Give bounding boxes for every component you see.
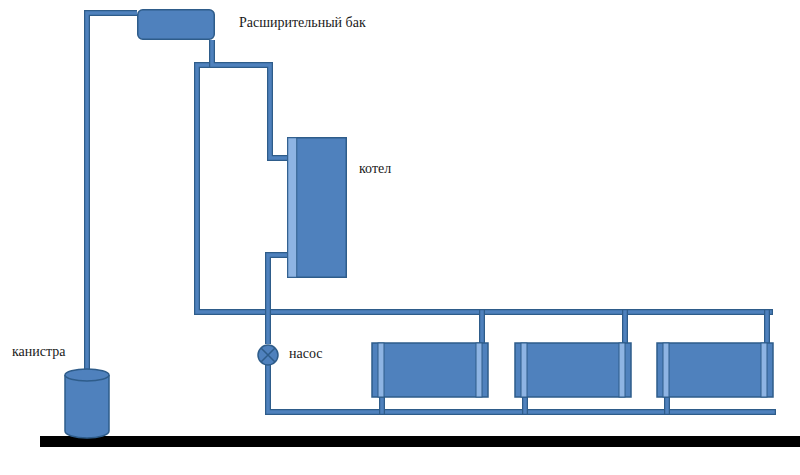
riser-pipe	[625, 312, 626, 343]
pipe-outline	[268, 255, 287, 344]
radiators	[372, 343, 773, 397]
pipe-outline	[622, 312, 628, 343]
pipe-fill	[480, 312, 484, 343]
pump: насос	[257, 344, 279, 366]
drop-pipe	[382, 397, 383, 412]
pipe-fill	[197, 65, 770, 312]
canister-top	[65, 369, 109, 381]
pipe-fill	[765, 312, 769, 343]
pipe-connector	[268, 255, 287, 344]
radiator-end	[521, 343, 527, 397]
pump-cross	[261, 348, 275, 362]
tank-shape	[138, 10, 215, 40]
expansion-tank: Расширительный бак	[137, 9, 215, 40]
boiler: котел	[287, 137, 347, 278]
node-outline	[287, 137, 347, 278]
radiator-body	[372, 343, 488, 397]
node-label: котел	[357, 161, 393, 178]
pipe-fill	[623, 312, 627, 343]
radiator	[657, 343, 773, 397]
riser-pipe	[767, 312, 768, 343]
pipe-fill	[665, 397, 669, 412]
node-outline	[257, 344, 279, 366]
pipe-fill	[87, 13, 137, 370]
pipe-outline	[87, 13, 137, 370]
pipe-outline	[522, 397, 528, 412]
pipe-outline	[664, 397, 670, 412]
pipes	[197, 65, 773, 412]
pipe-outline	[197, 65, 770, 312]
pipe-connector	[212, 40, 287, 158]
pipe-outline	[379, 397, 385, 412]
pump-circle	[258, 345, 278, 365]
pipe-outline	[212, 40, 287, 158]
pipe-connector	[87, 13, 137, 370]
pipe-outline	[764, 312, 770, 343]
radiator	[515, 343, 631, 397]
supply-pipe	[197, 65, 770, 312]
radiator-end	[663, 343, 669, 397]
pipe-fill	[268, 255, 287, 344]
radiator-body	[657, 343, 773, 397]
node-outline	[64, 368, 110, 438]
pipe-fill	[380, 397, 384, 412]
floor-bar	[40, 436, 800, 447]
radiator-body	[515, 343, 631, 397]
canister-body	[65, 375, 109, 438]
radiator-end	[378, 343, 384, 397]
radiator	[372, 343, 488, 397]
drop-pipe	[525, 397, 526, 412]
radiator-end	[476, 343, 482, 397]
riser-pipe	[482, 312, 483, 343]
radiator-end	[761, 343, 767, 397]
pipe-fill	[212, 40, 287, 158]
pipe-outline	[479, 312, 485, 343]
node-label: насос	[287, 346, 324, 363]
node-label: Расширительный бак	[237, 15, 368, 32]
canister: канистра	[64, 368, 110, 438]
pipe-fill	[523, 397, 527, 412]
node-label: канистра	[10, 344, 68, 361]
drop-pipe	[667, 397, 668, 412]
boiler-strip	[288, 138, 297, 278]
radiator-end	[619, 343, 625, 397]
node-outline	[137, 9, 215, 40]
boiler-shape	[288, 138, 347, 278]
